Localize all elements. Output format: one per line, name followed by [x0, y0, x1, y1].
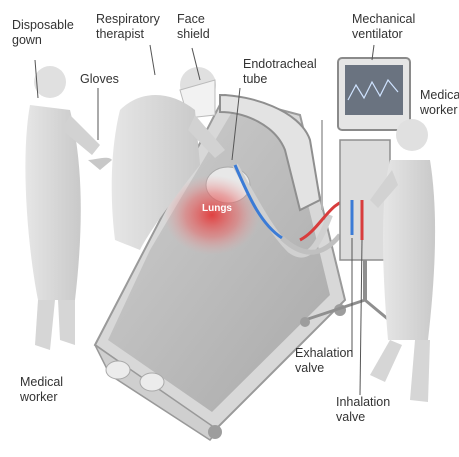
label-respiratory-therapist-line1: Respiratory	[96, 12, 160, 27]
label-medical-worker-left-line1: Medical	[20, 375, 63, 390]
label-inhalation-valve: Inhalation valve	[336, 395, 390, 425]
label-medical-worker-right-line1: Medica	[420, 88, 459, 103]
label-endotracheal-tube: Endotracheal tube	[243, 57, 317, 87]
leader-respiratory-therapist	[150, 45, 155, 75]
label-face-shield-line2: shield	[177, 27, 210, 42]
label-mechanical-ventilator-line2: ventilator	[352, 27, 415, 42]
label-exhalation-valve-line2: valve	[295, 361, 353, 376]
label-mechanical-ventilator: Mechanical ventilator	[352, 12, 415, 42]
label-exhalation-valve-line1: Exhalation	[295, 346, 353, 361]
label-medical-worker-right: Medica worker	[420, 88, 459, 118]
leader-inhalation-valve	[360, 240, 362, 395]
label-endotracheal-tube-line1: Endotracheal	[243, 57, 317, 72]
label-face-shield: Face shield	[177, 12, 210, 42]
label-disposable-gown-line1: Disposable	[12, 18, 74, 33]
label-mechanical-ventilator-line1: Mechanical	[352, 12, 415, 27]
label-disposable-gown-line2: gown	[12, 33, 74, 48]
label-endotracheal-tube-line2: tube	[243, 72, 317, 87]
label-medical-worker-right-line2: worker	[420, 103, 459, 118]
label-medical-worker-left: Medical worker	[20, 375, 63, 405]
label-gloves: Gloves	[80, 72, 119, 87]
medical-worker-left	[25, 66, 112, 350]
label-respiratory-therapist: Respiratory therapist	[96, 12, 160, 42]
label-respiratory-therapist-line2: therapist	[96, 27, 160, 42]
label-inhalation-valve-line1: Inhalation	[336, 395, 390, 410]
label-exhalation-valve: Exhalation valve	[295, 346, 353, 376]
label-lungs: Lungs	[202, 203, 232, 214]
label-disposable-gown: Disposable gown	[12, 18, 74, 48]
label-face-shield-line1: Face	[177, 12, 210, 27]
label-gloves-line1: Gloves	[80, 72, 119, 87]
label-medical-worker-left-line2: worker	[20, 390, 63, 405]
label-inhalation-valve-line2: valve	[336, 410, 390, 425]
